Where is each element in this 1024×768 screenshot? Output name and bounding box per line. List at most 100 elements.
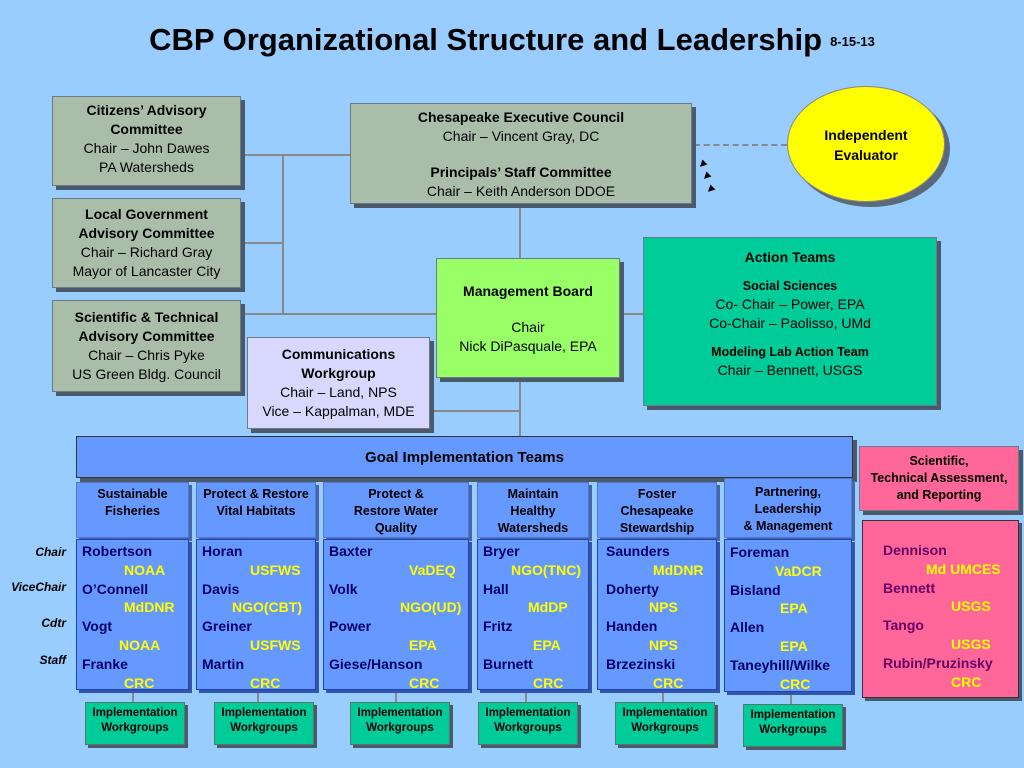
psc-name: Principals’ Staff Committee xyxy=(430,164,612,180)
member-name: Vogt xyxy=(82,618,113,635)
wg-l1: Implementation xyxy=(622,707,708,719)
independent-evaluator: Independent Evaluator xyxy=(787,86,945,202)
scientific-technical-advisory-committee: Scientific & Technical Advisory Committe… xyxy=(52,300,241,392)
col-h2: Restore Water xyxy=(353,504,439,518)
goal-title: Goal Implementation Teams xyxy=(365,449,564,466)
member-org: USGS xyxy=(951,598,991,615)
member-org: NOAA xyxy=(119,636,161,653)
row-label-vicechair: ViceChair xyxy=(11,580,66,594)
member-org: CRC xyxy=(250,674,281,691)
row-label-cdtr: Cdtr xyxy=(41,616,66,630)
col-h2: Chesapeake xyxy=(620,504,694,518)
page-title: CBP Organizational Structure and Leaders… xyxy=(0,22,1024,58)
member-org: VaDCR xyxy=(775,562,822,579)
member-name: Davis xyxy=(202,580,240,597)
connector-citizens xyxy=(241,154,352,156)
member-org: EPA xyxy=(533,636,561,653)
col-h2: Healthy xyxy=(510,504,556,518)
connector-wg-3 xyxy=(395,690,397,702)
col-h2: Leadership xyxy=(754,502,822,516)
connector-wg-5 xyxy=(662,690,664,702)
goal-team-header: Foster Chesapeake Stewardship xyxy=(597,482,717,538)
member-org: NGO(CBT) xyxy=(232,599,302,616)
row-label-staff: Staff xyxy=(39,653,66,667)
connector-scitech xyxy=(241,313,436,315)
scitech-l1: Scientific & Technical xyxy=(74,309,219,325)
mgmt-l1: Chair xyxy=(511,319,545,335)
goal-team-header: Sustainable Fisheries xyxy=(76,482,189,538)
member-name: Allen xyxy=(730,619,765,636)
col-h3: Watersheds xyxy=(497,521,569,535)
connector-advisory-vertical xyxy=(282,155,284,314)
member-name: Doherty xyxy=(606,580,659,597)
member-name: Tango xyxy=(883,617,924,634)
comm-l1: Communications xyxy=(281,346,396,362)
citizens-l2: Committee xyxy=(110,121,183,137)
wg-l2: Workgroups xyxy=(494,722,562,734)
scitech-l4: US Green Bldg. Council xyxy=(72,366,221,382)
col-h3: & Management xyxy=(743,519,833,533)
member-org: MdDNR xyxy=(124,599,175,616)
member-name: Hall xyxy=(483,580,509,597)
member-org: USFWS xyxy=(250,636,301,653)
goal-team-header: Protect & Restore Vital Habitats xyxy=(196,482,316,538)
member-org: EPA xyxy=(409,636,437,653)
member-name: Robertson xyxy=(82,543,152,559)
member-org: CRC xyxy=(653,674,684,691)
scientific-technical-assessment-members: Dennison Md UMCES Bennett USGS Tango USG… xyxy=(862,520,1019,698)
member-org: MdDNR xyxy=(653,561,704,578)
executive-council: Chesapeake Executive Council Chair – Vin… xyxy=(350,103,692,204)
communications-workgroup: Communications Workgroup Chair – Land, N… xyxy=(247,337,430,429)
col-h1: Sustainable xyxy=(97,487,168,501)
dashed-exec-evaluator xyxy=(694,144,787,146)
connector-wg-1 xyxy=(132,690,134,702)
evaluator-l2: Evaluator xyxy=(834,147,898,163)
member-org: USGS xyxy=(951,635,991,652)
comm-l3: Chair – Land, NPS xyxy=(280,384,397,400)
connector-wg-2 xyxy=(257,690,259,702)
member-name: Saunders xyxy=(606,543,670,559)
member-org: CRC xyxy=(951,673,982,690)
col-h1: Protect & Restore xyxy=(203,487,309,501)
member-name: Power xyxy=(329,618,372,635)
member-org: CRC xyxy=(124,674,155,691)
management-board: Management Board Chair Nick DiPasquale, … xyxy=(436,258,620,378)
col-h1: Maintain xyxy=(507,487,559,501)
member-org: NPS xyxy=(649,599,678,616)
wg-l2: Workgroups xyxy=(759,724,827,736)
localgov-l4: Mayor of Lancaster City xyxy=(72,263,221,279)
goal-team-members: Bryer NGO(TNC) Hall MdDP Fritz EPA Burne… xyxy=(477,539,589,691)
wg-l1: Implementation xyxy=(221,707,307,719)
member-org: CRC xyxy=(780,675,811,692)
member-name: Burnett xyxy=(483,655,533,672)
localgov-l1: Local Government xyxy=(85,206,208,222)
member-org: NGO(TNC) xyxy=(511,561,581,578)
goal-team-header: Partnering, Leadership & Management xyxy=(724,478,852,538)
goal-team-members: Robertson NOAA O’Connell MdDNR Vogt NOAA… xyxy=(76,539,189,691)
exec-council-chair: Chair – Vincent Gray, DC xyxy=(442,128,600,144)
col-h2: Vital Habitats xyxy=(216,504,296,518)
goal-team-header: Maintain Healthy Watersheds xyxy=(477,482,589,538)
sci-h3: and Reporting xyxy=(896,488,982,502)
connector-wg-6 xyxy=(790,692,792,704)
member-org: NOAA xyxy=(124,561,166,578)
member-org: CRC xyxy=(533,674,564,691)
member-name: Taneyhill/Wilke xyxy=(730,656,830,673)
row-label-chair: Chair xyxy=(35,545,66,559)
mgmt-l2: Nick DiPasquale, EPA xyxy=(459,338,597,354)
goal-team-members: Baxter VaDEQ Volk NGO(UD) Power EPA Gies… xyxy=(323,539,469,691)
member-name: Rubin/Pruzinsky xyxy=(883,654,993,671)
member-name: Dennison xyxy=(883,542,947,558)
citizens-l3: Chair – John Dawes xyxy=(83,140,210,156)
action-social-c2: Co-Chair – Paolisso, UMd xyxy=(709,315,871,331)
member-org: CRC xyxy=(409,674,440,691)
action-social: Social Sciences xyxy=(742,279,838,293)
connector-mgmt-goal xyxy=(519,378,521,436)
member-name: Horan xyxy=(202,543,243,559)
col-h3: Stewardship xyxy=(619,521,695,535)
